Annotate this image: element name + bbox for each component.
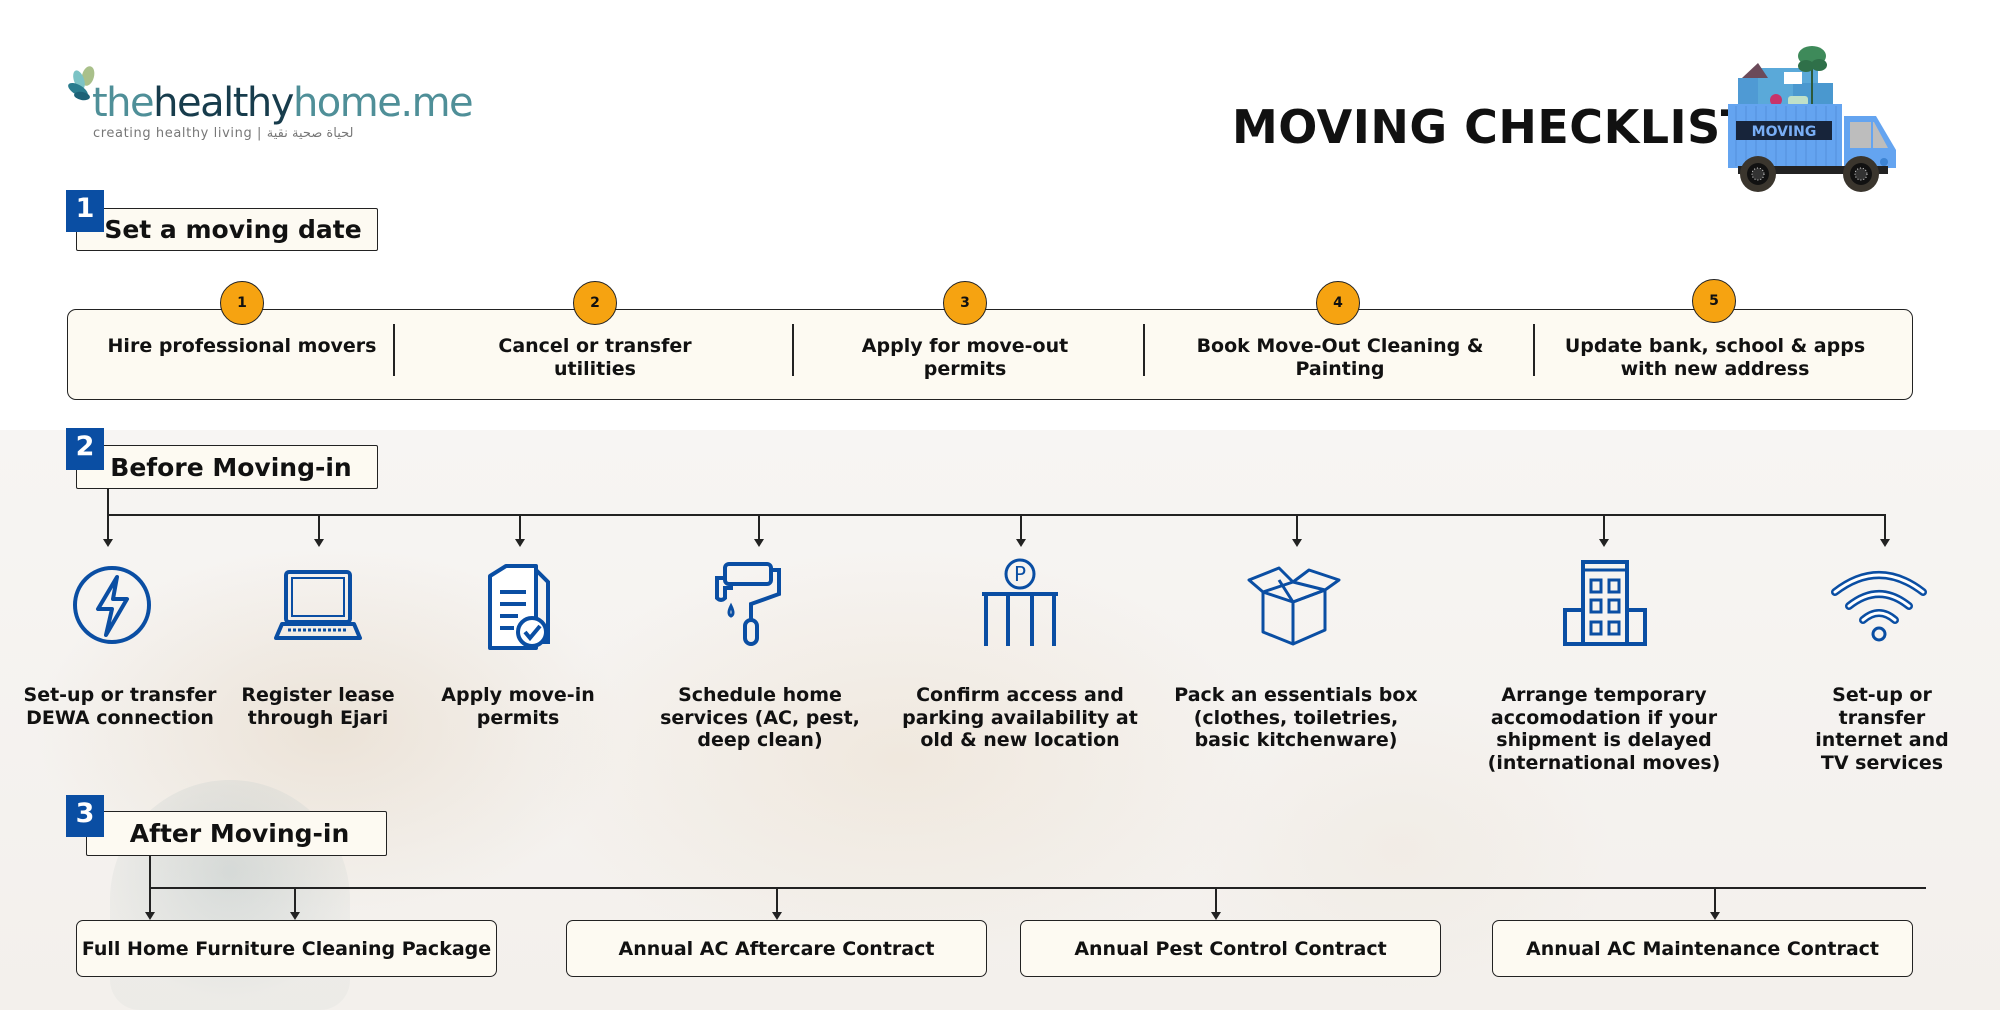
step-number-3: 3 — [943, 281, 987, 325]
step-text-move-out-permits: Apply for move-out permits — [861, 335, 1069, 380]
branch-line — [149, 887, 1926, 889]
arrow-down-icon — [1599, 539, 1609, 547]
step-divider — [792, 324, 794, 376]
svg-text:P: P — [1014, 562, 1026, 586]
after-item-pest-control[interactable]: Annual Pest Control Contract — [1020, 920, 1441, 977]
truck-label: MOVING — [1752, 124, 1817, 140]
arrow-line — [294, 888, 296, 914]
parking-icon: P — [982, 558, 1058, 646]
arrow-down-icon — [1880, 539, 1890, 547]
item-text-internet-tv: Set-up or transfer internet and TV servi… — [1815, 684, 1949, 774]
arrow-down-icon — [145, 912, 155, 920]
logo-word-the: the — [92, 80, 155, 126]
step-text-cleaning-painting: Book Move-Out Cleaning & Painting — [1196, 335, 1484, 380]
section-1-number-badge: 1 — [66, 190, 104, 232]
step-divider — [393, 324, 395, 376]
arrow-down-icon — [103, 539, 113, 547]
arrow-down-icon — [1211, 912, 1221, 920]
section-3-title: After Moving-in — [129, 819, 350, 848]
open-box-icon — [1247, 566, 1341, 646]
step-divider — [1533, 324, 1535, 376]
step-number-2: 2 — [573, 281, 617, 325]
logo-wordmark: thehealthyhome.me — [92, 80, 474, 126]
section-2-number-badge: 2 — [66, 428, 104, 470]
after-item-furniture-cleaning[interactable]: Full Home Furniture Cleaning Package — [76, 920, 497, 977]
arrow-down-icon — [290, 912, 300, 920]
arrow-line — [1296, 515, 1298, 541]
brand-logo[interactable]: thehealthyhome.me creating healthy livin… — [66, 66, 474, 146]
branch-line — [107, 514, 1886, 516]
arrow-line — [1215, 888, 1217, 914]
page-title: MOVING CHECKLIST — [1232, 100, 1753, 154]
arrow-line — [318, 515, 320, 541]
after-item-ac-maintenance[interactable]: Annual AC Maintenance Contract — [1492, 920, 1913, 977]
arrow-line — [1714, 888, 1716, 914]
leaf-logo-icon — [68, 66, 95, 101]
item-text-temporary-accommodation: Arrange temporary accomodation if your s… — [1487, 684, 1721, 774]
wheel-icon — [1843, 156, 1879, 192]
section-3-header: After Moving-in — [86, 811, 387, 856]
arrow-line — [107, 515, 109, 541]
item-text-home-services: Schedule home services (AC, pest, deep c… — [660, 684, 860, 751]
cushion-icon — [1742, 63, 1768, 78]
arrow-down-icon — [772, 912, 782, 920]
arrow-down-icon — [314, 539, 324, 547]
arrow-down-icon — [1710, 912, 1720, 920]
item-text-parking: Confirm access and parking availability … — [902, 684, 1138, 751]
step-number-4: 4 — [1316, 281, 1360, 325]
section-2-header: Before Moving-in — [76, 445, 378, 489]
item-text-essentials-box: Pack an essentials box (clothes, toiletr… — [1174, 684, 1418, 751]
lightning-bolt-icon — [73, 566, 151, 644]
item-text-move-in-permits: Apply move-in permits — [441, 684, 595, 729]
wifi-icon — [1831, 571, 1927, 642]
arrow-down-icon — [515, 539, 525, 547]
wheel-icon — [1740, 156, 1776, 192]
arrow-line — [519, 515, 521, 541]
building-icon — [1563, 560, 1647, 646]
arrow-line — [776, 888, 778, 914]
step-number-5: 5 — [1692, 279, 1736, 323]
plant-icon — [1798, 46, 1827, 106]
step-text-cancel-utilities: Cancel or transfer utilities — [498, 335, 692, 380]
arrow-line — [1603, 515, 1605, 541]
laptop-icon — [274, 570, 362, 640]
step-number-1: 1 — [220, 281, 264, 325]
arrow-down-icon — [1292, 539, 1302, 547]
step-text-hire-movers: Hire professional movers — [107, 335, 377, 357]
arrow-down-icon — [754, 539, 764, 547]
item-text-ejari: Register lease through Ejari — [241, 684, 395, 729]
arrow-line — [149, 888, 151, 914]
arrow-down-icon — [1016, 539, 1026, 547]
moving-date-steps-panel — [67, 309, 1913, 400]
logo-tagline: creating healthy living | لحياة صحية نقي… — [93, 126, 354, 141]
logo-word-home: home.me — [292, 80, 474, 126]
step-text-update-address: Update bank, school & apps with new addr… — [1564, 335, 1866, 380]
arrow-line — [1020, 515, 1022, 541]
after-item-ac-aftercare[interactable]: Annual AC Aftercare Contract — [566, 920, 987, 977]
arrow-line — [758, 515, 760, 541]
moving-truck-illustration: MOVING — [1728, 46, 1896, 192]
section-2-title: Before Moving-in — [110, 452, 352, 482]
logo-word-healthy: healthy — [153, 80, 294, 126]
section-1-header: Set a moving date — [76, 208, 378, 251]
paint-roller-icon — [715, 562, 781, 646]
document-check-icon — [488, 564, 550, 650]
section-1-title: Set a moving date — [104, 215, 362, 244]
connector-line — [107, 489, 109, 516]
section-3-number-badge: 3 — [66, 795, 104, 837]
step-divider — [1143, 324, 1145, 376]
connector-line — [149, 856, 151, 889]
arrow-line — [1884, 515, 1886, 541]
item-text-dewa: Set-up or transfer DEWA connection — [23, 684, 217, 729]
